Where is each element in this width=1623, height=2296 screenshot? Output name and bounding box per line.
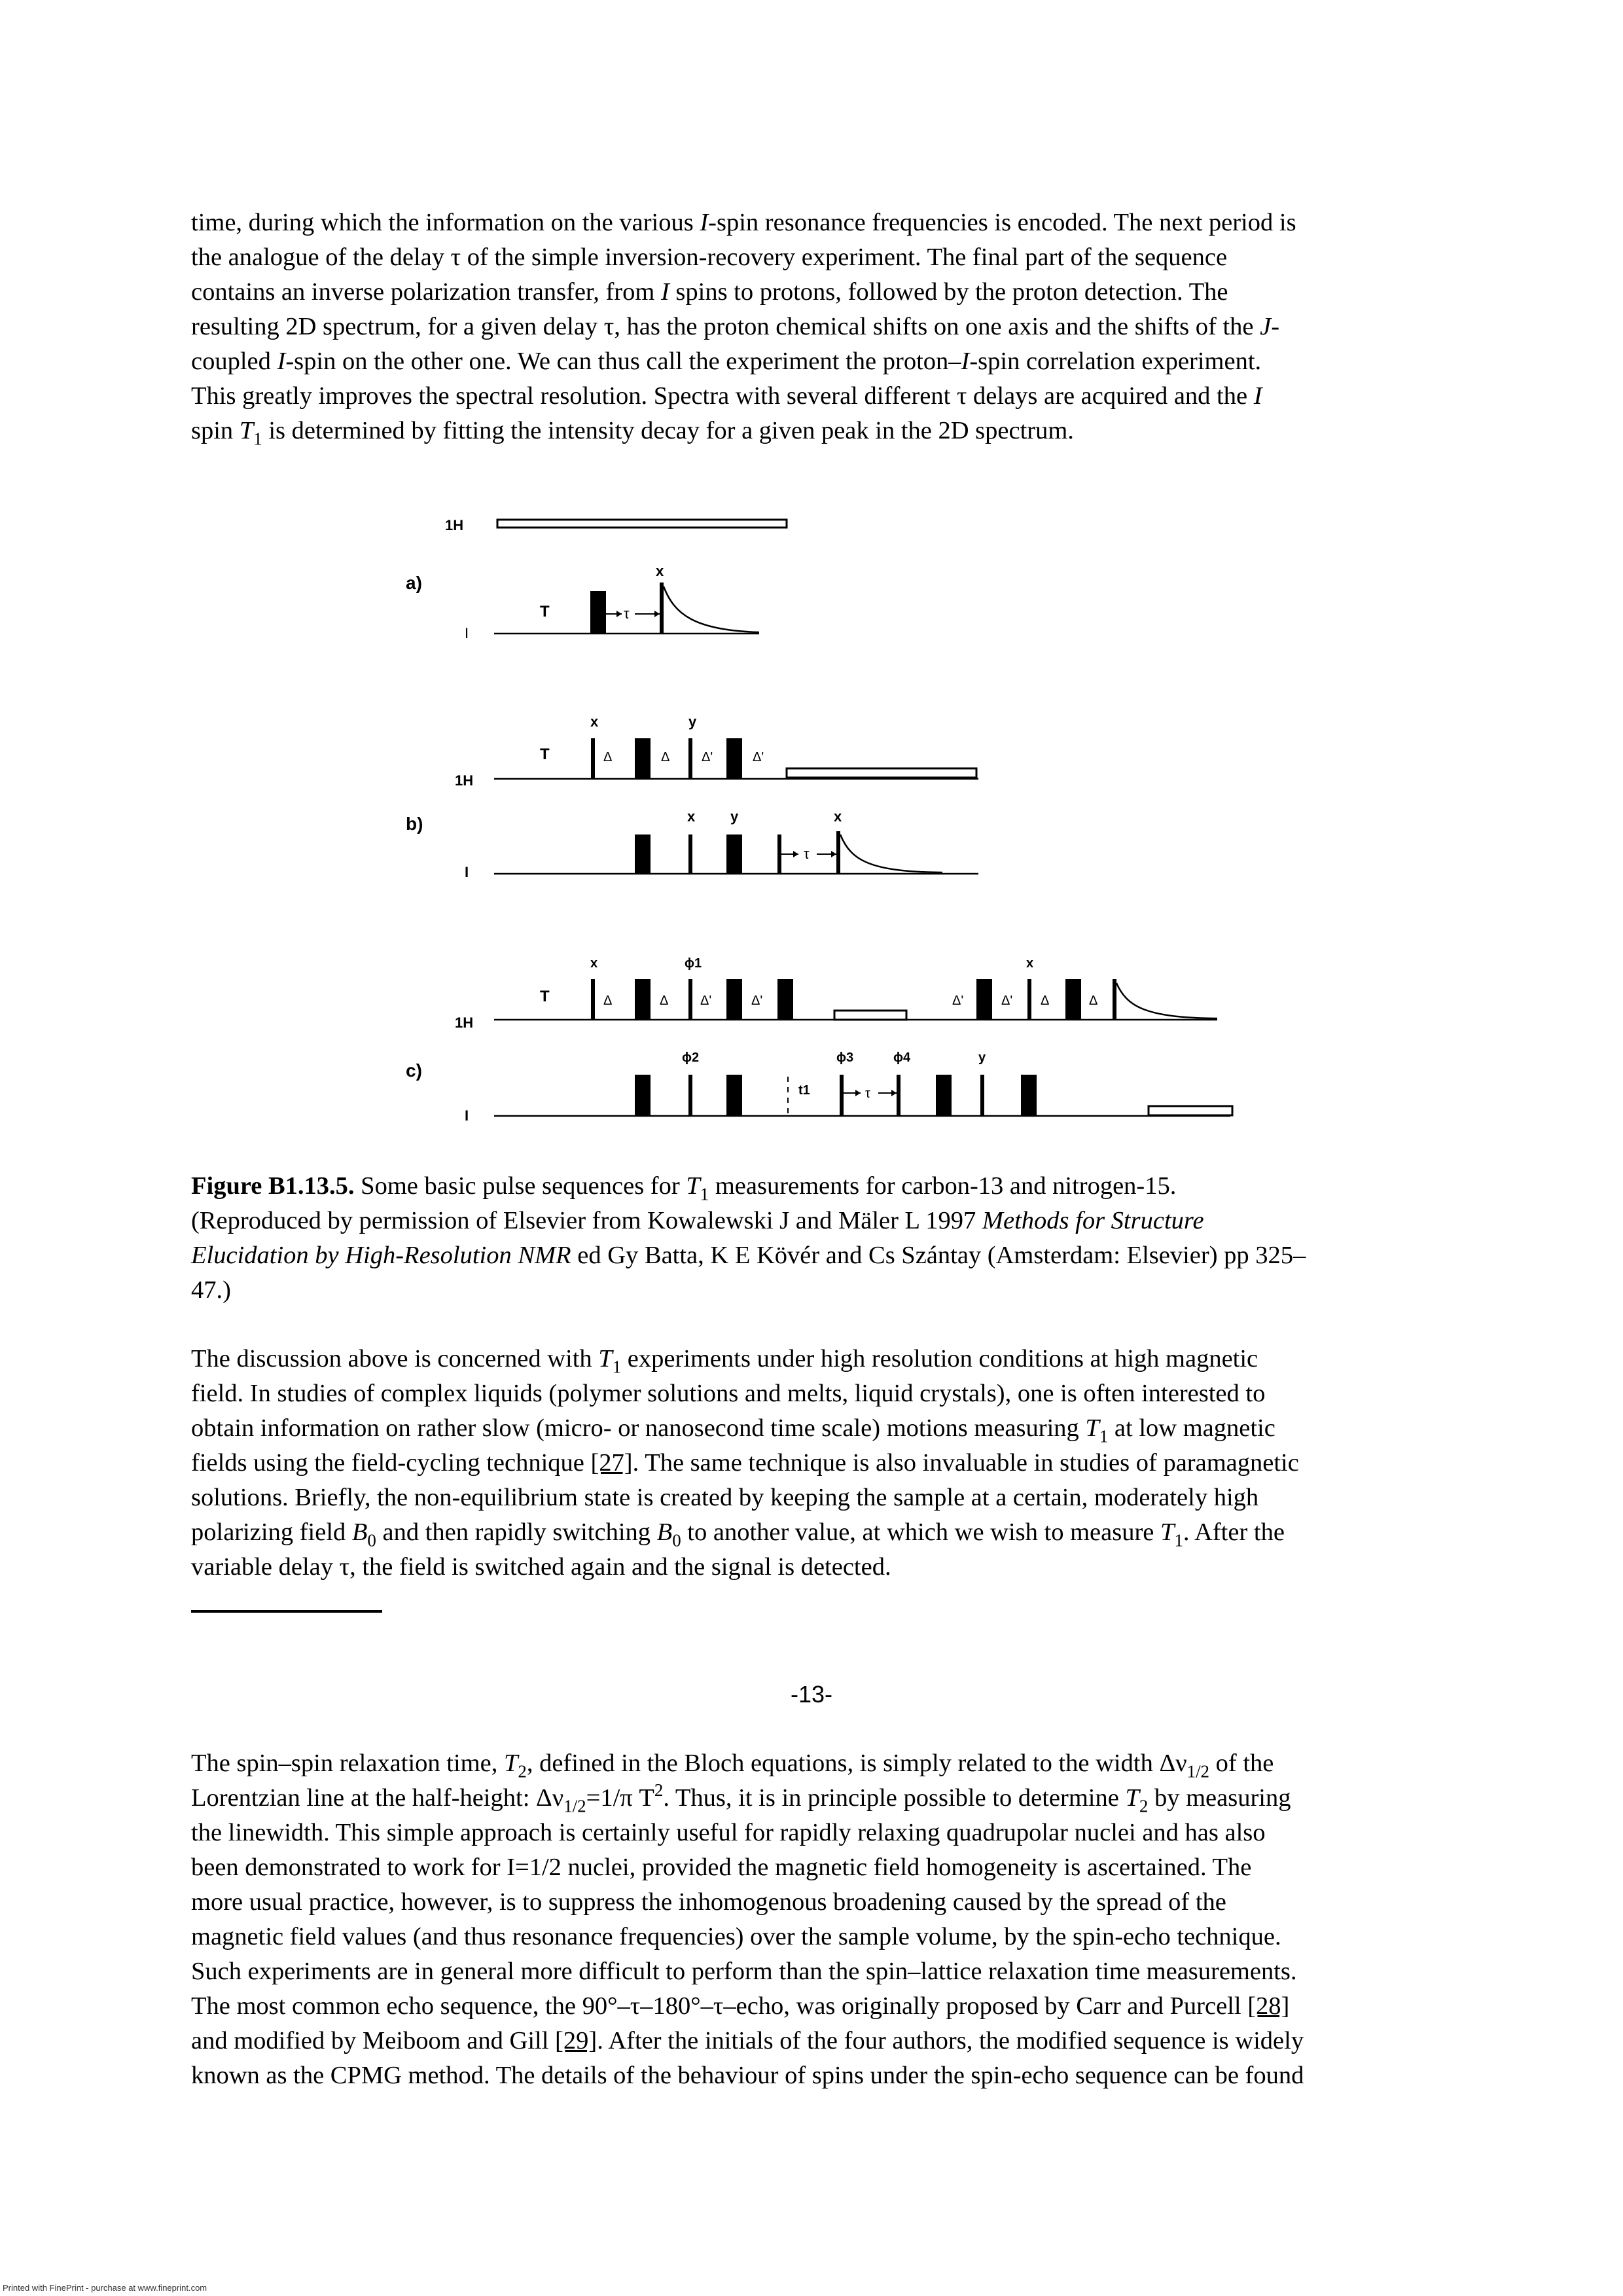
text-line: field. In studies of complex liquids (po… <box>191 1380 1266 1407</box>
text-line: more usual practice, however, is to supp… <box>191 1888 1226 1916</box>
svg-text:Δ: Δ <box>603 994 612 1008</box>
channel-label-i: I <box>465 625 469 641</box>
text-line: solutions. Briefly, the non-equilibrium … <box>191 1484 1259 1511</box>
text-line: Such experiments are in general more dif… <box>191 1958 1297 1985</box>
text-line: This greatly improves the spectral resol… <box>191 382 1262 410</box>
svg-text:τ: τ <box>804 846 810 862</box>
reference-link-28[interactable]: [28] <box>1247 1992 1290 2020</box>
decoupling-bar <box>496 518 788 529</box>
text-line: The most common echo sequence, the 90°–τ… <box>191 1992 1290 2020</box>
svg-text:x: x <box>687 808 696 825</box>
pulse-180 <box>590 591 606 634</box>
text-line: polarizing field B0 and then rapidly swi… <box>191 1518 1285 1551</box>
svg-text:τ: τ <box>865 1086 870 1101</box>
svg-text:T: T <box>540 988 550 1005</box>
decoupling-bar <box>833 1009 908 1021</box>
text-line: and modified by Meiboom and Gill [29]. A… <box>191 2027 1304 2054</box>
svg-text:Δ: Δ <box>1041 994 1049 1008</box>
svg-text:Δ': Δ' <box>702 750 713 764</box>
svg-text:y: y <box>978 1050 986 1065</box>
text-line: the linewidth. This simple approach is c… <box>191 1819 1266 1846</box>
svg-text:Δ': Δ' <box>1001 994 1012 1008</box>
text-line: been demonstrated to work for I=1/2 nucl… <box>191 1854 1252 1881</box>
text-line: coupled I-spin on the other one. We can … <box>191 348 1262 375</box>
figure-label-a: a) <box>406 573 422 593</box>
svg-text:1H: 1H <box>455 1014 473 1031</box>
svg-text:I: I <box>465 1107 469 1124</box>
svg-text:T: T <box>540 745 550 763</box>
svg-text:1H: 1H <box>455 772 473 789</box>
text-line: fields using the field-cycling technique… <box>191 1449 1299 1477</box>
decoupling-bar <box>785 767 978 779</box>
page-number: -13- <box>790 1681 833 1708</box>
svg-text:y: y <box>730 808 739 825</box>
text-line: contains an inverse polarization transfe… <box>191 278 1228 306</box>
svg-text:x: x <box>656 563 664 579</box>
text-line: The discussion above is concerned with T… <box>191 1345 1258 1377</box>
svg-text:ϕ4: ϕ4 <box>893 1050 911 1065</box>
paragraph-3: The spin–spin relaxation time, T2, defin… <box>191 1746 1441 2093</box>
paragraph-2: The discussion above is concerned with T… <box>191 1342 1441 1585</box>
text-line: spin T1 is determined by fitting the int… <box>191 417 1074 449</box>
svg-text:T: T <box>540 603 550 620</box>
svg-text:Δ: Δ <box>660 994 668 1008</box>
svg-text:ϕ1: ϕ1 <box>685 956 702 971</box>
svg-text:τ: τ <box>624 605 630 622</box>
svg-text:I: I <box>465 864 469 880</box>
reference-link-29[interactable]: [29] <box>555 2027 597 2054</box>
text-line: Lorentzian line at the half-height: Δν1/… <box>191 1780 1291 1816</box>
svg-text:Δ: Δ <box>661 750 669 764</box>
text-line: known as the CPMG method. The details of… <box>191 2062 1304 2089</box>
figure-label-c: c) <box>406 1060 422 1081</box>
svg-text:ϕ3: ϕ3 <box>836 1050 853 1065</box>
decoupling-bar <box>1147 1105 1234 1117</box>
figure-caption: Figure B1.13.5. Some basic pulse sequenc… <box>191 1172 1306 1304</box>
text-line: the analogue of the delay τ of the simpl… <box>191 243 1228 271</box>
figure-label-b: b) <box>406 814 423 834</box>
svg-text:Δ': Δ' <box>753 750 764 764</box>
print-footer: Printed with FinePrint - purchase at www… <box>3 2283 207 2293</box>
text-line: magnetic field values (and thus resonanc… <box>191 1923 1281 1950</box>
fid-decay <box>662 586 760 634</box>
svg-text:Δ': Δ' <box>700 994 711 1008</box>
svg-text:x: x <box>834 808 842 825</box>
svg-text:Δ': Δ' <box>751 994 762 1008</box>
text-line: The spin–spin relaxation time, T2, defin… <box>191 1749 1274 1782</box>
caption-label: Figure B1.13.5. <box>191 1172 355 1200</box>
pulse-sequence-figure: a) 1H I T τ x b) 1H T x Δ Δ y Δ' Δ' I x <box>406 517 1234 1124</box>
text-line: time, during which the information on th… <box>191 209 1296 236</box>
svg-text:y: y <box>688 713 697 730</box>
svg-text:t1: t1 <box>798 1083 810 1098</box>
svg-text:x: x <box>590 956 597 971</box>
text-line: obtain information on rather slow (micro… <box>191 1414 1275 1446</box>
pulse-90 <box>660 583 664 634</box>
text-line: resulting 2D spectrum, for a given delay… <box>191 313 1280 340</box>
paragraph-1: time, during which the information on th… <box>191 206 1441 448</box>
svg-text:Δ': Δ' <box>952 994 963 1008</box>
text-line: variable delay τ, the field is switched … <box>191 1553 891 1581</box>
channel-label-1h: 1H <box>445 517 463 533</box>
svg-text:Δ: Δ <box>1089 994 1097 1008</box>
svg-text:Δ: Δ <box>603 750 612 764</box>
reference-link-27[interactable]: [27] <box>590 1449 633 1477</box>
svg-text:x: x <box>1026 956 1033 971</box>
svg-text:x: x <box>590 713 599 730</box>
divider <box>191 1610 382 1613</box>
svg-text:ϕ2: ϕ2 <box>682 1050 699 1065</box>
